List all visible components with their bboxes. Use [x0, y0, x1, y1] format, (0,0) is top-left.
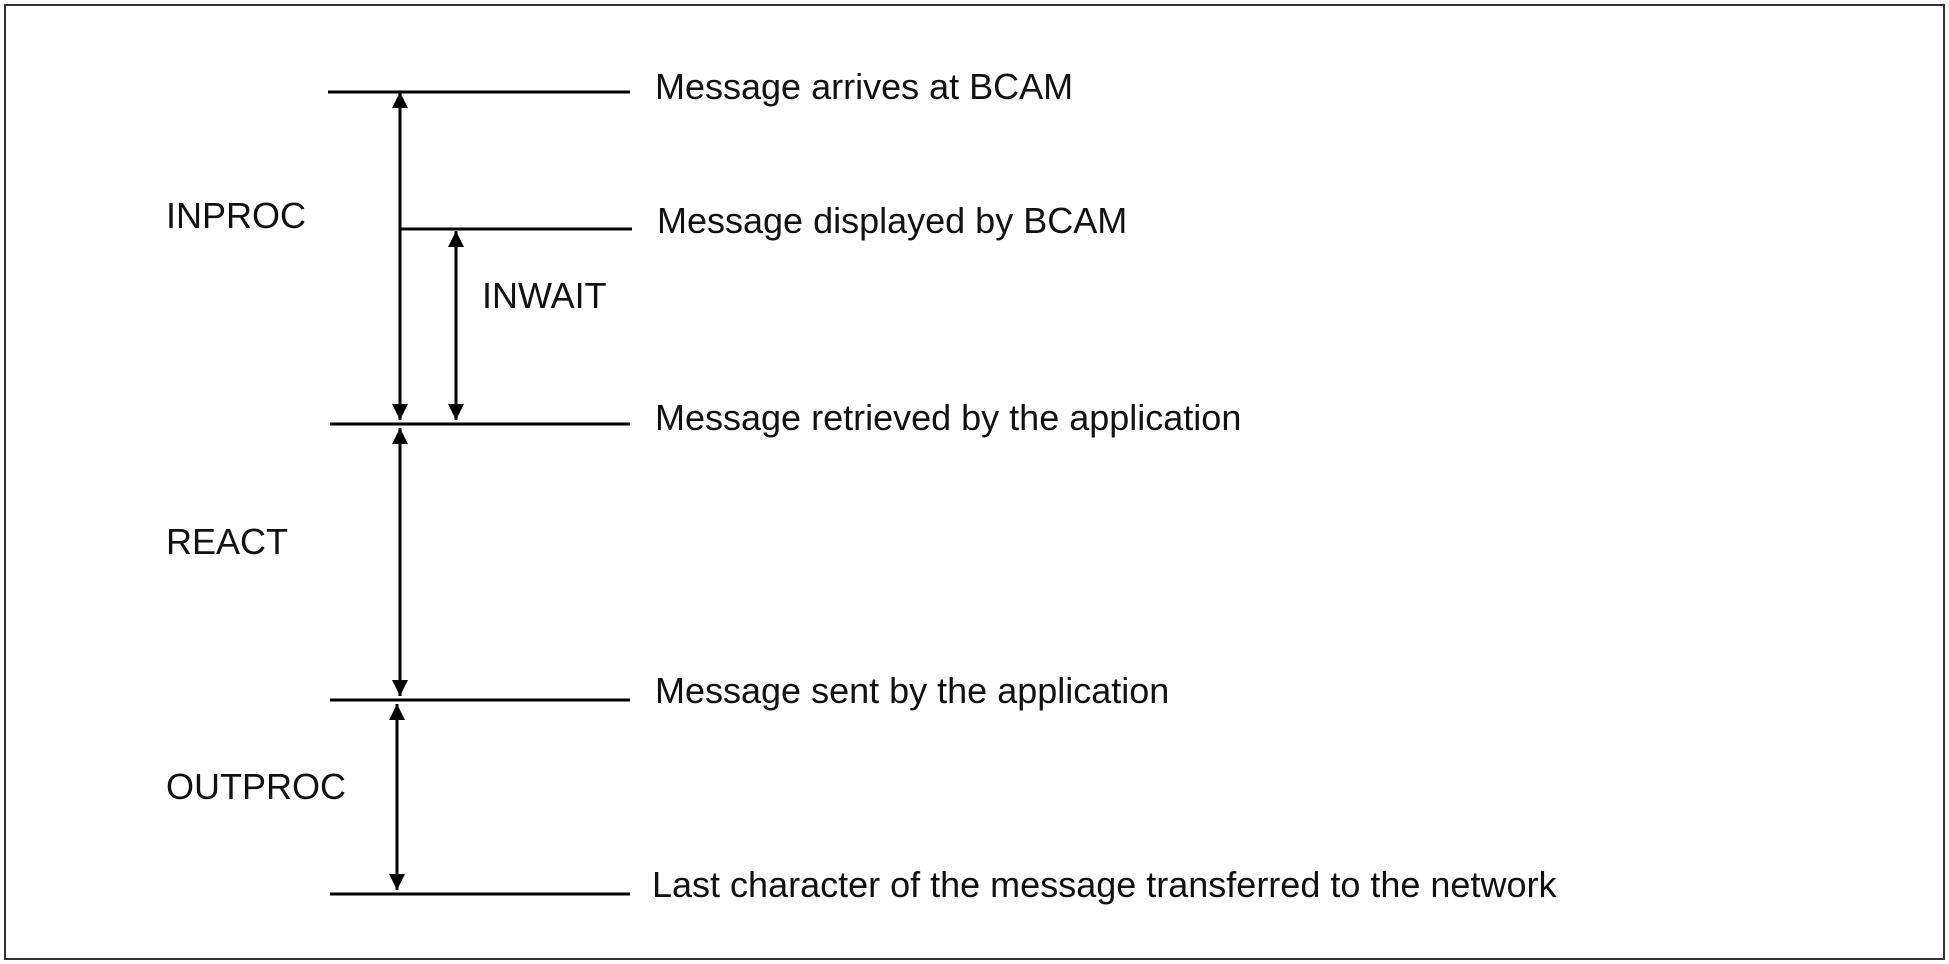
- react-label: REACT: [166, 521, 288, 562]
- event-label-arrives: Message arrives at BCAM: [655, 66, 1073, 107]
- event-label-transferred: Last character of the message transferre…: [652, 864, 1557, 905]
- inwait-label: INWAIT: [482, 275, 607, 316]
- outproc-label: OUTPROC: [166, 766, 346, 807]
- event-label-sent: Message sent by the application: [655, 670, 1169, 711]
- event-label-retrieved: Message retrieved by the application: [655, 397, 1241, 438]
- diagram-frame: [4, 4, 1945, 960]
- inproc-label: INPROC: [166, 195, 306, 236]
- event-label-displayed: Message displayed by BCAM: [657, 200, 1127, 241]
